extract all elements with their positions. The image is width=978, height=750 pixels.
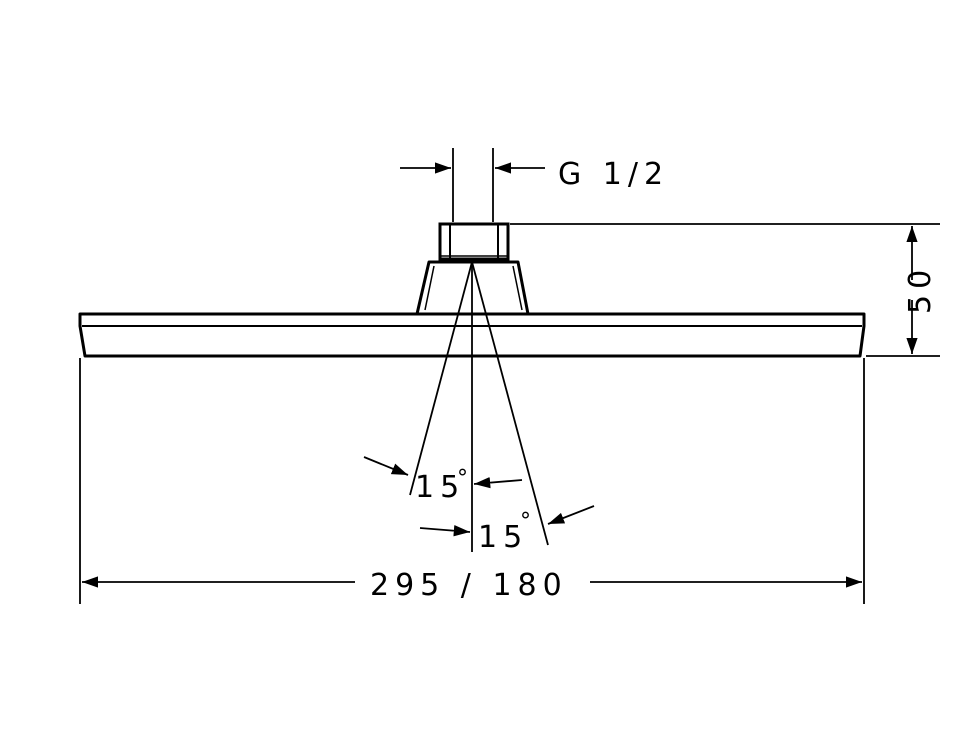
angle-left-arrows (363, 456, 523, 489)
spray-angle-lines (409, 261, 549, 552)
width-label: 295 / 180 (370, 568, 568, 603)
height-dimension (510, 223, 940, 357)
angle-left-label: 15 (415, 470, 465, 505)
angle-left-degree: ° (457, 466, 468, 491)
angle-right-label: 15 (478, 520, 528, 555)
thread-nut (438, 222, 510, 261)
thread-dimension (400, 148, 545, 222)
angle-right-degree: ° (520, 509, 531, 534)
angle-right-arrows (419, 505, 595, 537)
connector-body (415, 260, 530, 315)
width-dimension (79, 358, 865, 604)
thread-label: G 1/2 (558, 157, 669, 192)
height-label: 50 (903, 264, 938, 314)
